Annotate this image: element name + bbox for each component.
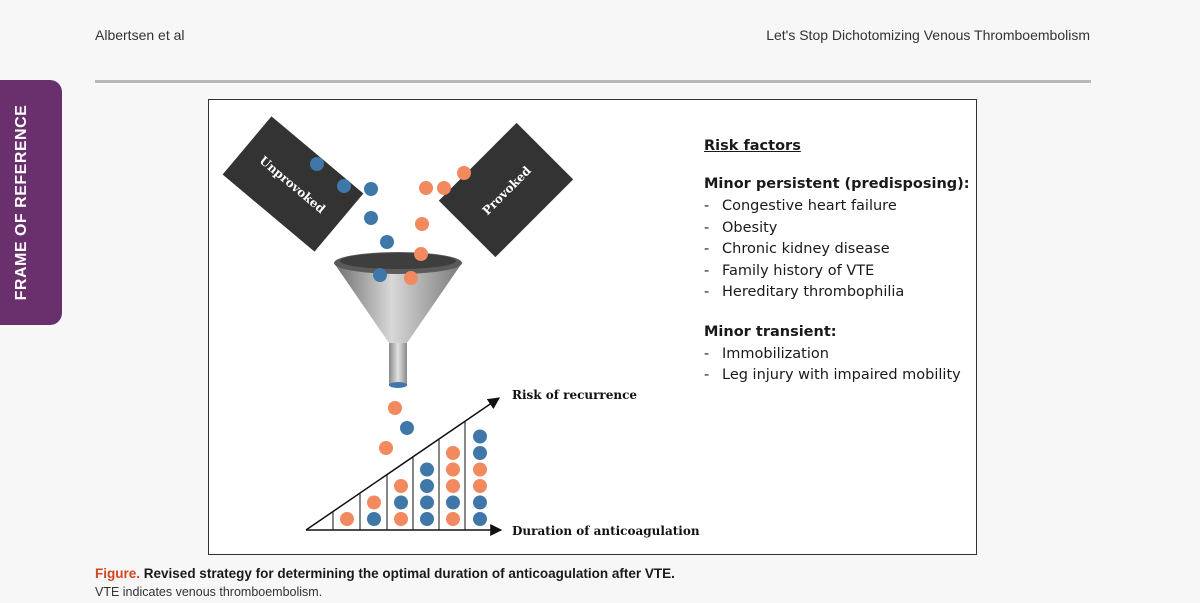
risk-factors-panel: Risk factors Minor persistent (predispos… [704,138,970,407]
persistent-risk-list: Congestive heart failure Obesity Chronic… [704,196,970,304]
risk-item: Chronic kidney disease [704,239,970,261]
risk-item: Congestive heart failure [704,196,970,218]
stack-dot [420,462,434,477]
stack-dot [473,495,487,510]
persistent-group-title: Minor persistent (predisposing): [704,176,970,192]
duration-axis-label: Duration of anticoagulation [512,524,700,538]
stack-dot [367,512,381,526]
stack-dot [420,495,434,510]
transient-group-title: Minor transient: [704,323,837,340]
risk-factors-title: Risk factors [704,138,801,154]
section-tab [0,80,62,325]
caption-text: Revised strategy for determining the opt… [143,566,675,581]
risk-item: Family history of VTE [704,261,970,283]
stack-dot [473,512,487,526]
stack-dot [473,462,487,477]
risk-item: Leg injury with impaired mobility [704,365,970,387]
stack-dot [473,479,487,493]
figure-frame: Unprovoked Provoked [208,99,977,555]
transient-risk-list: Immobilization Leg injury with impaired … [704,344,970,387]
header-rule [95,80,1091,83]
stack-dot [340,512,354,526]
stack-dot [446,446,460,460]
stack-dot [446,479,460,493]
funnel-diagram: Unprovoked Provoked [222,116,700,538]
falling-dots [310,157,471,455]
stack-dot [394,479,408,493]
stack-dot [473,446,487,460]
caption-note: VTE indicates venous thromboembolism. [95,585,323,599]
risk-item: Obesity [704,218,970,240]
risk-item: Hereditary thrombophilia [704,282,970,304]
running-header-title: Let's Stop Dichotomizing Venous Thromboe… [766,27,1090,43]
stack-dot [394,495,408,510]
funnel [334,252,462,388]
risk-item: Immobilization [704,344,970,366]
recurrence-triangle: Risk of recurrence Duration of anticoagu… [305,388,700,538]
caption-label: Figure. [95,566,141,581]
stack-dot [446,495,460,510]
stack-dot [446,512,460,526]
figure-caption: Figure. Revised strategy for determining… [95,566,675,581]
section-tab-label: FRAME OF REFERENCE [13,104,30,301]
stack-dot [420,479,434,493]
provoked-box: Provoked [438,122,574,258]
running-header-authors: Albertsen et al [95,27,185,43]
stack-dot [394,512,408,526]
stack-dot [367,495,381,510]
stack-dot [446,462,460,477]
risk-axis-label: Risk of recurrence [512,388,637,402]
stack-dot [473,429,487,444]
stack-dot [420,512,434,526]
